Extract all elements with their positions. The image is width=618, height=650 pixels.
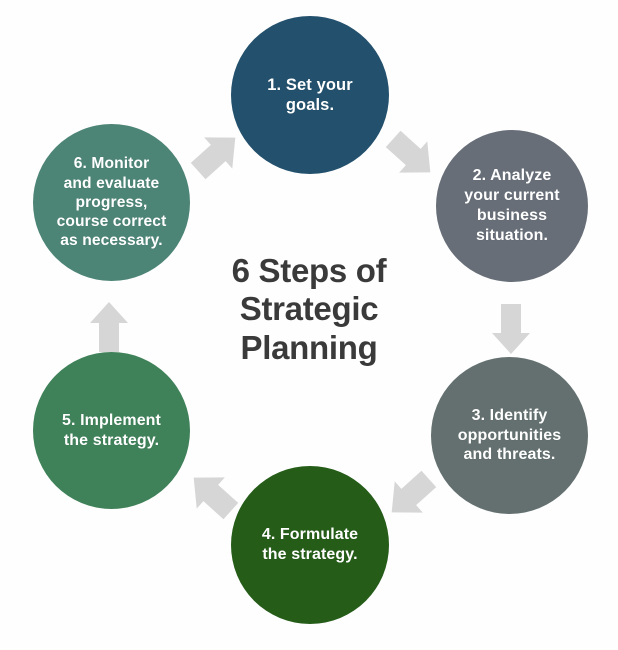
step-circle-3[interactable]: 3. Identify opportunities and threats. [431, 357, 588, 514]
arrow-step6-to-step1-icon [183, 122, 249, 188]
step-4-label: 4. Formulate the strategy. [261, 526, 359, 563]
arrow-step2-to-step3-icon [480, 296, 542, 360]
step-3-label: 3. Identify opportunities and threats. [457, 406, 562, 464]
arrow-step5-to-step6-icon [78, 296, 140, 360]
arrow-step3-to-step4-icon [378, 462, 444, 528]
step-circle-5[interactable]: 5. Implement the strategy. [33, 352, 190, 509]
step-2-label: 2. Analyze your current business situati… [464, 167, 560, 244]
step-1-label: 1. Set your goals. [267, 75, 353, 114]
step-circle-1[interactable]: 1. Set your goals. [231, 16, 389, 174]
step-circle-6[interactable]: 6. Monitor and evaluate progress, course… [33, 124, 190, 281]
step-5-label: 5. Implement the strategy. [61, 411, 161, 449]
step-6-label: 6. Monitor and evaluate progress, course… [56, 155, 167, 250]
step-circle-4[interactable]: 4. Formulate the strategy. [231, 466, 389, 624]
diagram-title: 6 Steps of Strategic Planning [231, 252, 387, 366]
arrow-step1-to-step2-icon [378, 122, 444, 188]
step-circle-2[interactable]: 2. Analyze your current business situati… [436, 130, 588, 282]
